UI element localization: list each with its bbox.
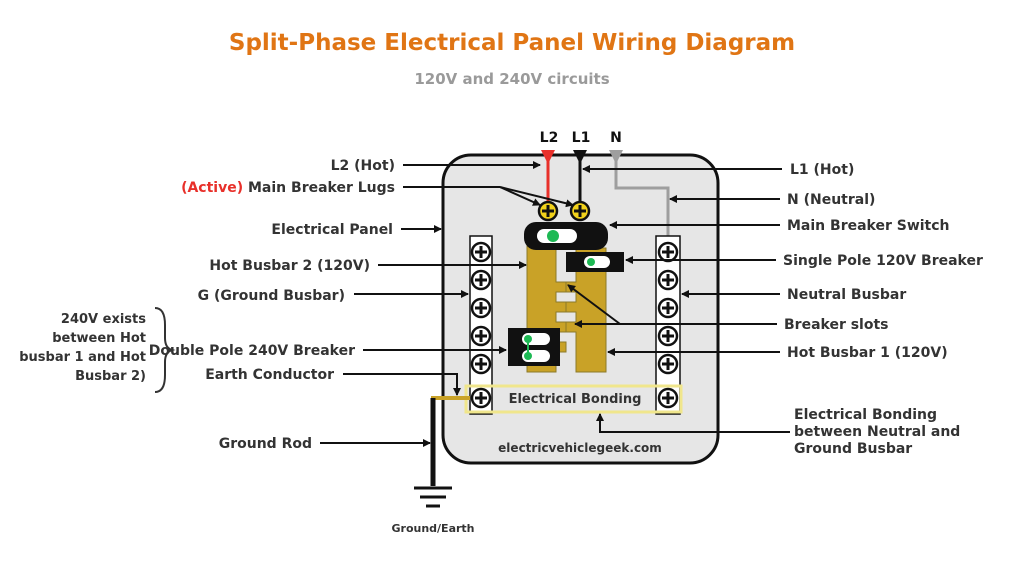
label-single-pole-breaker: Single Pole 120V Breaker <box>783 253 983 269</box>
label-bonding-note-2: between Neutral and <box>794 424 960 440</box>
terminal-label-l1: L1 <box>572 130 591 146</box>
screw-icon <box>470 297 492 319</box>
watermark-text: electricvehiclegeek.com <box>498 441 662 455</box>
arrow-breaker-slots-1 <box>567 284 621 325</box>
screw-icon <box>470 325 492 347</box>
screw-icon <box>657 353 679 375</box>
terminal-label-n: N <box>610 130 622 146</box>
voltage-note-line-1: 240V exists <box>61 312 146 327</box>
neutral-wire-tip <box>609 150 623 164</box>
label-bonding-note-1: Electrical Bonding <box>794 407 937 423</box>
diagram-subtitle: 120V and 240V circuits <box>414 70 610 88</box>
main-breaker-lug-l1 <box>569 200 591 222</box>
electrical-bonding-label: Electrical Bonding <box>509 392 642 407</box>
screw-icon <box>470 241 492 263</box>
hot-busbar-1 <box>565 247 607 373</box>
screw-icon <box>657 387 679 409</box>
l2-wire-tip <box>541 150 555 164</box>
screw-icon <box>470 387 492 409</box>
neutral-wire <box>614 158 670 240</box>
arrow-lugs-l1 <box>499 186 574 208</box>
voltage-note-line-3: busbar 1 and Hot <box>19 350 146 365</box>
voltage-brace <box>154 307 176 393</box>
single-pole-indicator <box>587 258 595 266</box>
neutral-busbar-screws <box>657 241 679 409</box>
label-l1-hot: L1 (Hot) <box>790 162 854 178</box>
main-breaker-indicator <box>547 230 559 242</box>
leader-arrows <box>320 161 790 447</box>
label-neutral-busbar: Neutral Busbar <box>787 287 906 303</box>
arrow-bonding <box>596 413 790 433</box>
ground-symbol-icon <box>414 486 452 508</box>
label-hot-busbar-1: Hot Busbar 1 (120V) <box>787 345 948 361</box>
label-hot-busbar-2: Hot Busbar 2 (120V) <box>209 258 370 274</box>
label-bonding-note-3: Ground Busbar <box>794 441 912 457</box>
ground-earth-label: Ground/Earth <box>391 522 474 535</box>
voltage-note-line-4: Busbar 2) <box>75 369 146 384</box>
screw-icon <box>657 325 679 347</box>
label-earth-conductor: Earth Conductor <box>205 367 334 383</box>
arrow-lugs-l2 <box>499 186 541 206</box>
label-n-neutral: N (Neutral) <box>787 192 875 208</box>
label-active: (Active) <box>181 180 243 196</box>
l1-wire-tip <box>573 150 587 164</box>
label-l2-hot: L2 (Hot) <box>331 158 395 174</box>
terminal-label-l2: L2 <box>540 130 559 146</box>
label-ground-rod: Ground Rod <box>219 436 312 452</box>
label-ground-busbar: G (Ground Busbar) <box>198 288 345 304</box>
label-lugs-rest: Main Breaker Lugs <box>243 180 395 196</box>
screw-icon <box>657 269 679 291</box>
ground-busbar-screws <box>470 241 492 409</box>
label-double-pole-breaker: Double Pole 240V Breaker <box>149 343 355 359</box>
voltage-note-line-2: between Hot <box>52 331 146 346</box>
main-breaker-lug-l2 <box>537 200 559 222</box>
label-main-breaker-lugs: (Active) Main Breaker Lugs <box>181 180 395 196</box>
diagram-title: Split-Phase Electrical Panel Wiring Diag… <box>228 30 796 56</box>
arrow-earth-conductor <box>343 373 461 396</box>
screw-icon <box>657 297 679 319</box>
label-electrical-panel: Electrical Panel <box>271 222 393 238</box>
screw-icon <box>470 269 492 291</box>
label-breaker-slots: Breaker slots <box>784 317 889 333</box>
label-main-breaker-switch: Main Breaker Switch <box>787 218 950 234</box>
screw-icon <box>657 241 679 263</box>
screw-icon <box>470 353 492 375</box>
